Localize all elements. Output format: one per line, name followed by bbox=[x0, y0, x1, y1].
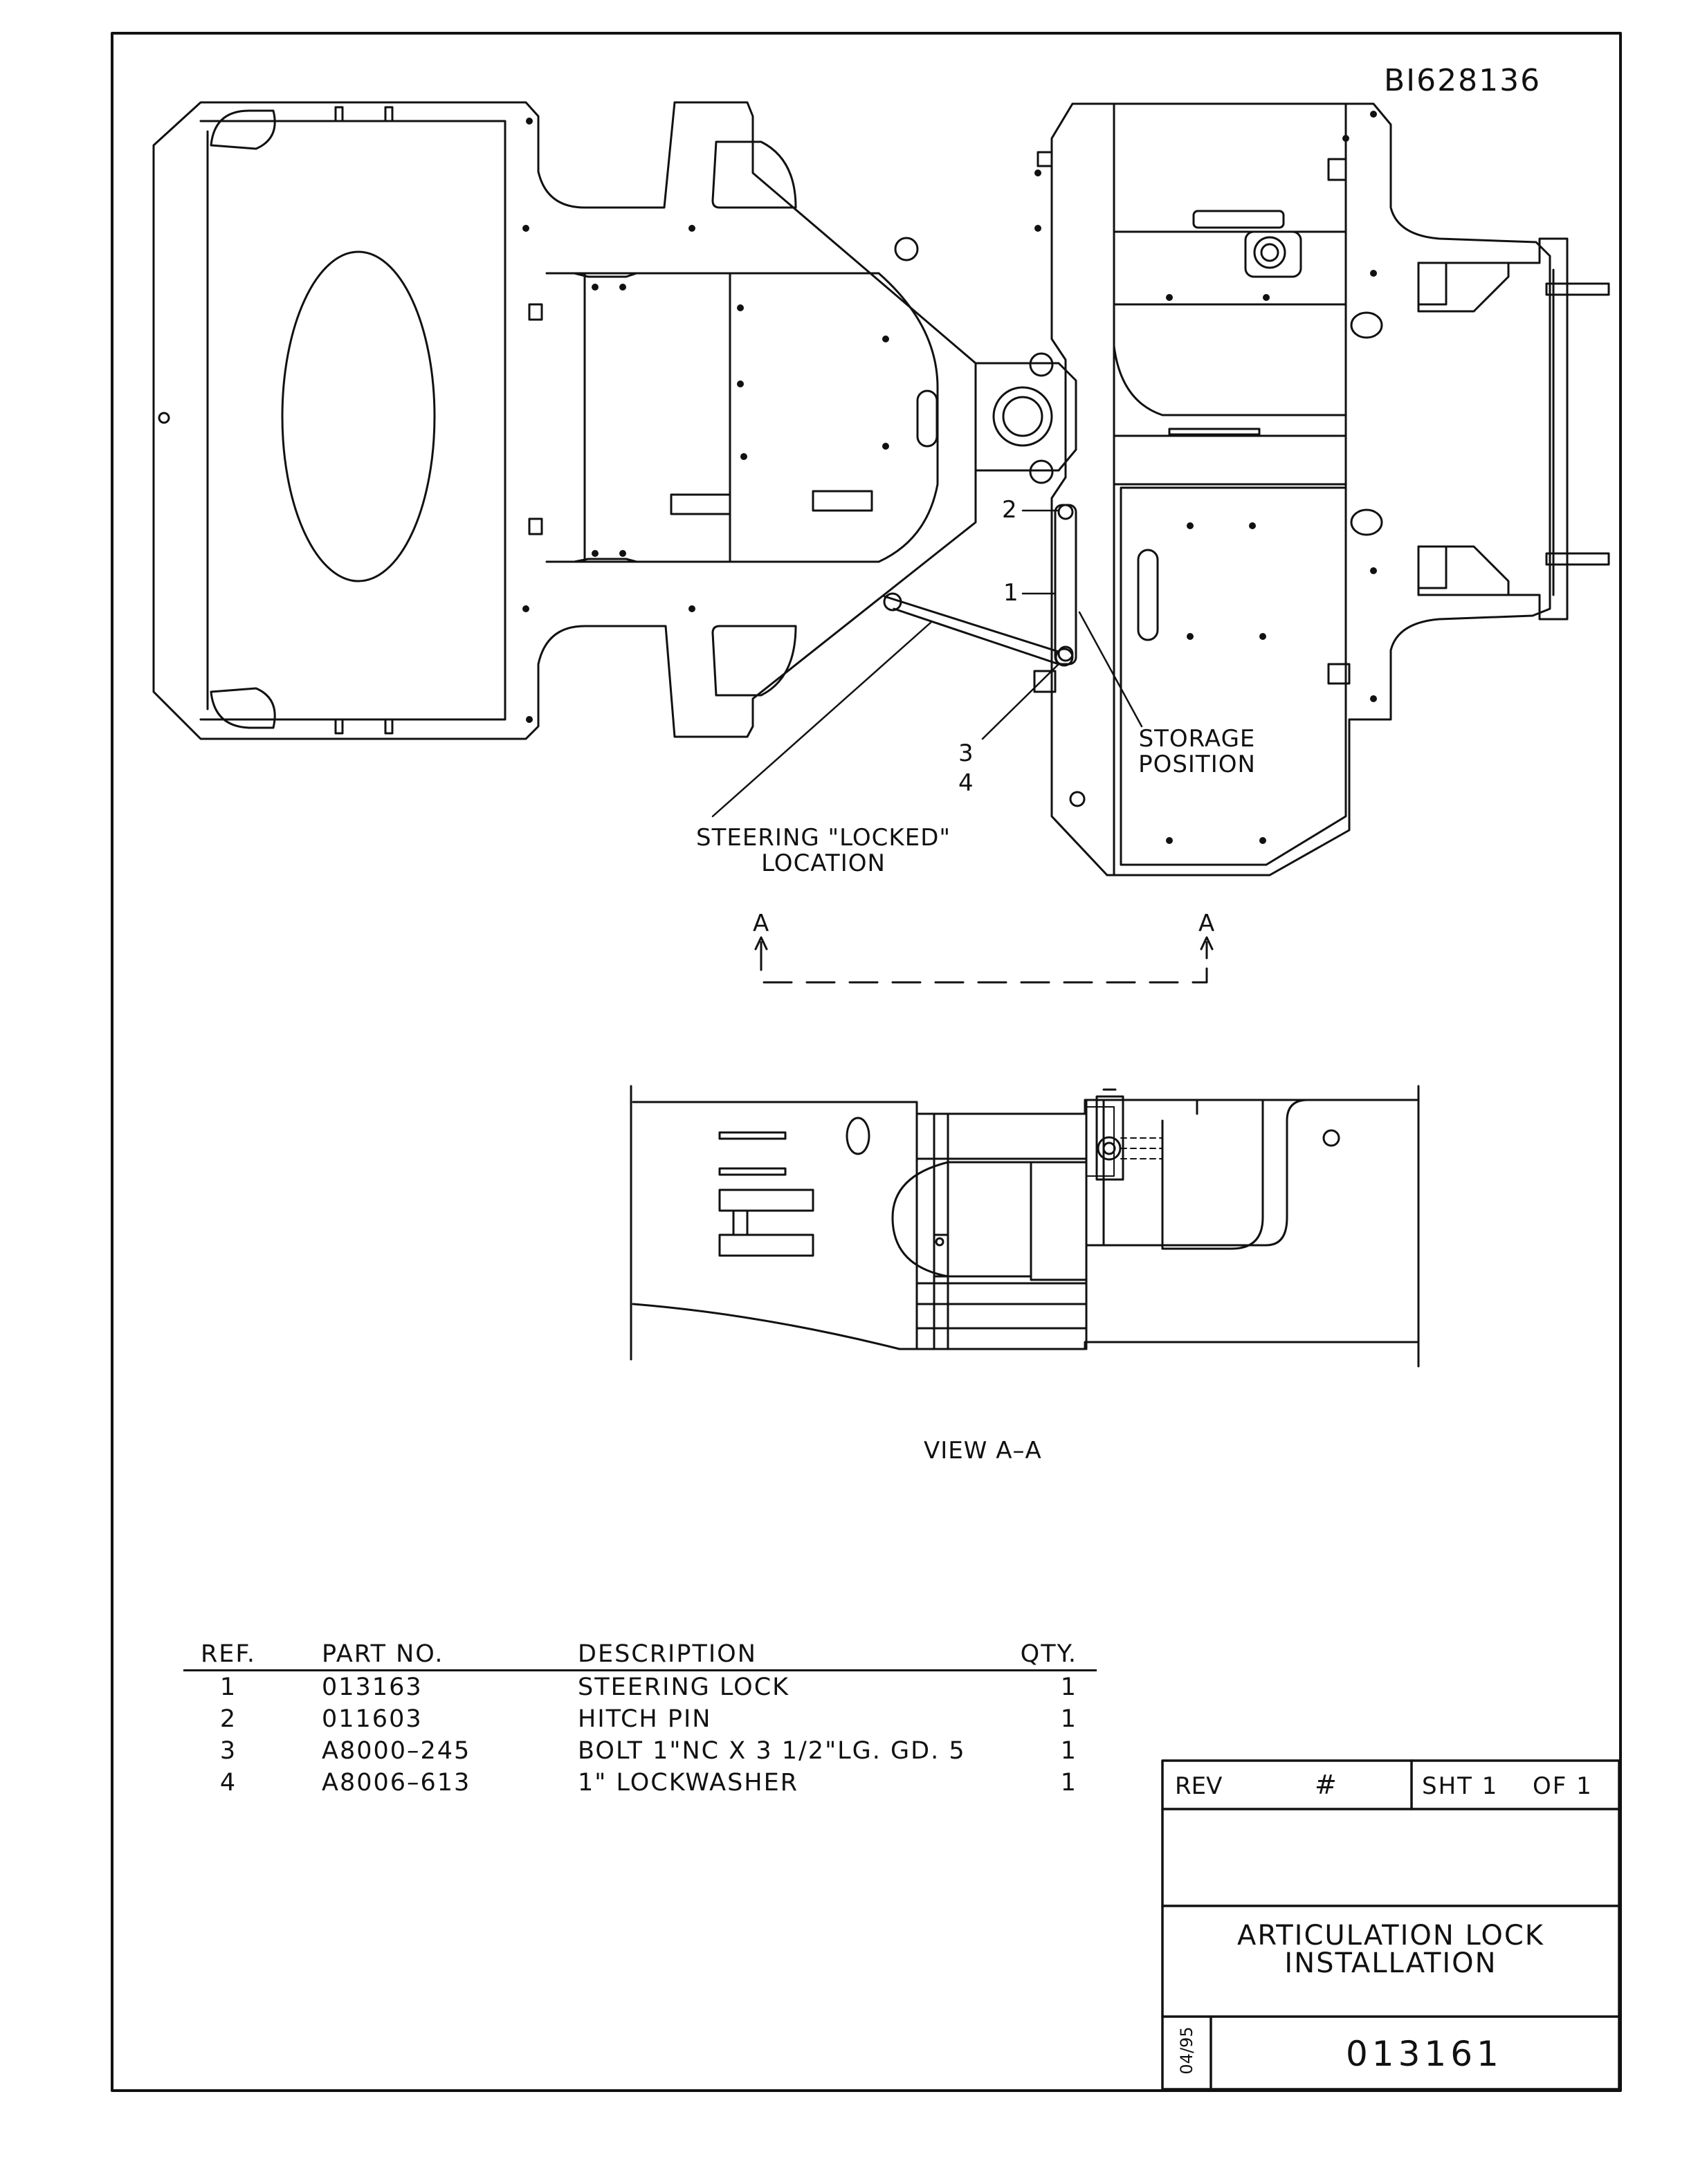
storage-position-note: STORAGE POSITION bbox=[1135, 726, 1259, 778]
part-cell: 011603 bbox=[322, 1705, 423, 1733]
part-cell: A8000–245 bbox=[322, 1737, 471, 1765]
locked-note-line2: LOCATION bbox=[761, 850, 886, 878]
ref-cell: 4 bbox=[219, 1769, 237, 1797]
callout-item-4: 4 bbox=[958, 769, 974, 797]
desc-cell: STEERING LOCK bbox=[578, 1673, 790, 1701]
drawing-title: ARTICULATION LOCK INSTALLATION bbox=[1162, 1922, 1619, 1977]
leader-lines bbox=[711, 509, 1143, 818]
qty-cell: 1 bbox=[1060, 1737, 1077, 1765]
desc-cell: HITCH PIN bbox=[578, 1705, 712, 1733]
drawing-number: 013161 bbox=[1346, 2034, 1503, 2074]
rev-value: # bbox=[1315, 1770, 1337, 1800]
section-marker-left: A bbox=[753, 910, 770, 937]
front-frame-top-view bbox=[152, 101, 977, 740]
rev-label: REV bbox=[1175, 1772, 1223, 1800]
storage-note-line1: STORAGE bbox=[1138, 725, 1256, 753]
desc-cell: BOLT 1"NC X 3 1/2"LG. GD. 5 bbox=[578, 1737, 966, 1765]
sheet-label: SHT 1 bbox=[1422, 1772, 1499, 1800]
title-line1: ARTICULATION LOCK bbox=[1237, 1920, 1544, 1952]
qty-cell: 1 bbox=[1060, 1673, 1077, 1701]
rear-frame-top-view bbox=[1033, 102, 1610, 877]
parts-row: 3 A8000–245 BOLT 1"NC X 3 1/2"LG. GD. 5 … bbox=[183, 1735, 1097, 1767]
sheet-border bbox=[111, 32, 1622, 2092]
header-description: DESCRIPTION bbox=[578, 1640, 757, 1668]
parts-row: 1 013163 STEERING LOCK 1 bbox=[183, 1671, 1097, 1703]
sheet-of-label: OF 1 bbox=[1533, 1772, 1593, 1800]
view-label: VIEW A–A bbox=[924, 1437, 1042, 1465]
header-qty: QTY. bbox=[1020, 1640, 1077, 1668]
ref-cell: 3 bbox=[219, 1737, 237, 1765]
section-marker-right: A bbox=[1198, 910, 1216, 937]
parts-row: 2 011603 HITCH PIN 1 bbox=[183, 1703, 1097, 1735]
qty-cell: 1 bbox=[1060, 1769, 1077, 1797]
part-cell: 013163 bbox=[322, 1673, 423, 1701]
part-cell: A8006–613 bbox=[322, 1769, 471, 1797]
steering-lock-bar bbox=[883, 504, 1077, 667]
desc-cell: 1" LOCKWASHER bbox=[578, 1769, 799, 1797]
section-line-a-a bbox=[754, 936, 1214, 984]
title-block-frame bbox=[1161, 1759, 1620, 2091]
ref-cell: 2 bbox=[219, 1705, 237, 1733]
header-ref: REF. bbox=[200, 1640, 257, 1668]
title-line2: INSTALLATION bbox=[1284, 1947, 1497, 1979]
callout-item-3: 3 bbox=[958, 740, 974, 767]
document-id: BI628136 bbox=[1384, 63, 1542, 98]
parts-list: REF. PART NO. DESCRIPTION QTY. 1 013163 … bbox=[183, 1636, 1097, 1799]
ref-cell: 1 bbox=[219, 1673, 237, 1701]
parts-list-header: REF. PART NO. DESCRIPTION QTY. bbox=[183, 1636, 1097, 1671]
locked-note-line1: STEERING "LOCKED" bbox=[695, 824, 951, 852]
storage-note-line2: POSITION bbox=[1138, 751, 1256, 779]
callout-item-1: 1 bbox=[1003, 579, 1019, 607]
articulation-hinge bbox=[894, 237, 1077, 484]
view-a-a-side bbox=[630, 1085, 1420, 1368]
parts-row: 4 A8006–613 1" LOCKWASHER 1 bbox=[183, 1767, 1097, 1799]
steering-locked-note: STEERING "LOCKED" LOCATION bbox=[695, 825, 951, 877]
qty-cell: 1 bbox=[1060, 1705, 1077, 1733]
revision-date: 04/95 bbox=[1177, 2026, 1196, 2075]
header-part-no: PART NO. bbox=[322, 1640, 444, 1668]
callout-item-2: 2 bbox=[1002, 496, 1018, 524]
